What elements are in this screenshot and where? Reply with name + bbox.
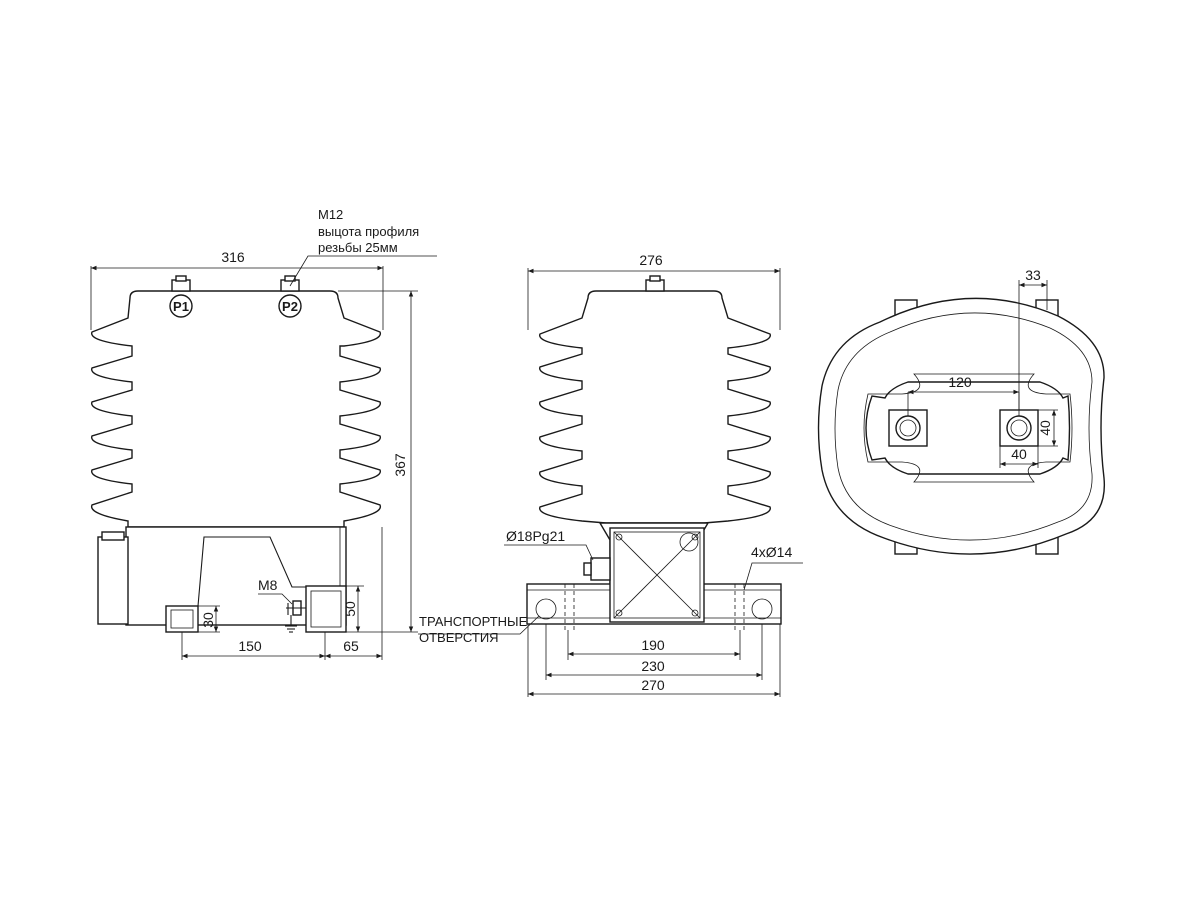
side-dim-base-length: 270 [641,677,665,693]
front-foot-right [305,585,347,633]
transport-holes-label: ТРАНСПОРТНЫЕ ОТВЕРСТИЯ [419,614,528,645]
front-dim-foot-offset: 65 [343,638,359,654]
thread-note: M12 выцота профиля резьбы 25мм [318,207,419,255]
cable-gland-label: Ø18Pg21 [506,528,565,544]
svg-text:M12: M12 [318,207,343,222]
front-dim-width: 316 [221,249,245,265]
front-insulator-body [90,290,382,528]
transport-hole-left [535,598,557,620]
top-dim-offset: 33 [1025,267,1041,283]
ground-bolt [285,600,306,633]
front-terminal-box [97,536,129,625]
side-dim-hole-spacing: 190 [641,637,665,653]
top-dim-terminal-spacing: 120 [948,374,972,390]
transport-hole-right [751,598,773,620]
front-dim-height: 367 [392,453,408,477]
terminal-marker-p2 [278,294,302,318]
ground-bolt-label: M8 [258,577,278,593]
secondary-terminal-box [609,527,705,623]
front-dim-foot-height: 50 [342,601,358,617]
svg-text:выцота профиля: выцота профиля [318,224,419,239]
svg-text:ОТВЕРСТИЯ: ОТВЕРСТИЯ [419,630,499,645]
side-view: 276 Ø18Pg21 4xØ14 ТРАНСПОРТНЫЕ ОТВЕРСТИЯ… [418,252,803,697]
terminal-label-p1: P1 [173,299,189,314]
terminal-marker-p1 [169,294,193,318]
top-dim-pad-width: 40 [1011,446,1027,462]
side-dim-slot-spacing: 230 [641,658,665,674]
cable-gland [583,557,611,581]
svg-text:ТРАНСПОРТНЫЕ: ТРАНСПОРТНЫЕ [419,614,528,629]
front-dim-terminal-offset: 150 [238,638,262,654]
top-dim-pad-height: 40 [1037,420,1053,436]
terminal-bolt-p1 [171,275,191,292]
terminal-label-p2: P2 [282,299,298,314]
top-terminal-right [999,409,1039,447]
top-view: 120 33 40 40 [817,267,1106,555]
front-dim-box-height: 30 [200,612,216,628]
front-view: P1 P2 M8 316 [90,207,437,660]
terminal-bolt-p2 [280,275,300,292]
svg-text:резьбы 25мм: резьбы 25мм [318,240,398,255]
mounting-holes-label: 4xØ14 [751,544,792,560]
side-dim-width: 276 [639,252,663,268]
side-insulator-body [539,290,771,524]
